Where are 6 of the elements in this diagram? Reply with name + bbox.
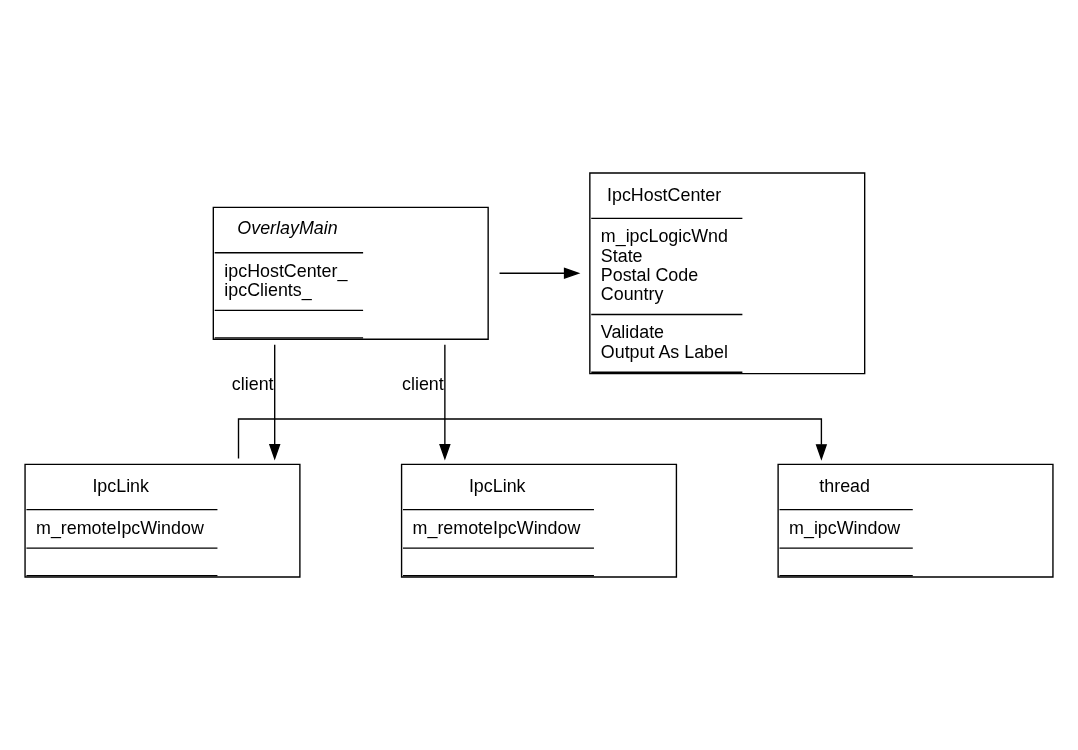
arrow — [439, 344, 451, 461]
arrow — [237, 418, 828, 461]
edge-label: client — [402, 373, 444, 394]
arrow — [268, 344, 281, 461]
edge-label: client — [231, 373, 274, 394]
arrow — [498, 267, 581, 280]
